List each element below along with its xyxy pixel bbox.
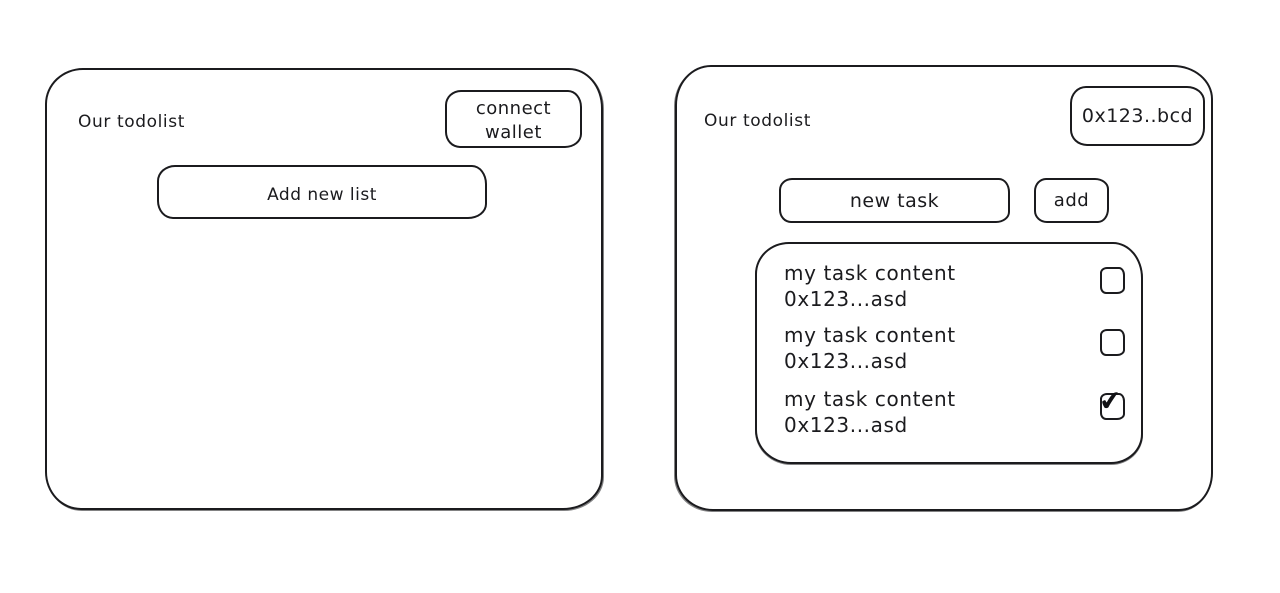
task-checkbox[interactable]: ✔: [1100, 267, 1125, 294]
task-content: my task content: [784, 261, 956, 285]
task-content: my task content: [784, 323, 956, 347]
task-text: my task content 0x123...asd: [784, 322, 956, 374]
app-title: Our todolist: [704, 111, 811, 131]
task-content: my task content: [784, 387, 956, 411]
task-row: my task content 0x123...asd ✔: [784, 385, 1125, 438]
connect-wallet-button[interactable]: connect wallet: [445, 90, 582, 148]
checkmark-icon: ✔: [1097, 384, 1124, 419]
new-task-input[interactable]: new task: [779, 178, 1010, 223]
task-row: my task content 0x123...asd ✔: [784, 322, 1125, 374]
task-text: my task content 0x123...asd: [784, 260, 956, 312]
app-title: Our todolist: [78, 112, 185, 132]
task-address: 0x123...asd: [784, 349, 908, 373]
todolist-screen-connected: Our todolist 0x123..bcd new task add my …: [675, 65, 1213, 511]
task-address: 0x123...asd: [784, 287, 908, 311]
wallet-address-button[interactable]: 0x123..bcd: [1070, 86, 1205, 146]
task-checkbox[interactable]: ✔: [1097, 385, 1125, 420]
add-task-button[interactable]: add: [1034, 178, 1109, 223]
add-new-list-button[interactable]: Add new list: [157, 165, 487, 219]
task-text: my task content 0x123...asd: [784, 386, 956, 438]
task-checkbox[interactable]: ✔: [1100, 329, 1125, 356]
task-address: 0x123...asd: [784, 413, 908, 437]
task-list: my task content 0x123...asd ✔ my task co…: [755, 242, 1143, 464]
task-row: my task content 0x123...asd ✔: [784, 260, 1125, 312]
todolist-screen-disconnected: Our todolist connect wallet Add new list: [45, 68, 603, 510]
